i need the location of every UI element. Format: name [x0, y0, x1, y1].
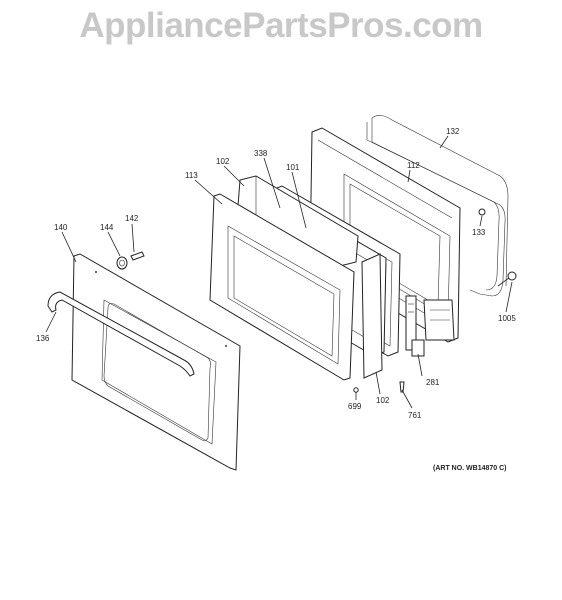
screw-699	[353, 387, 359, 393]
hinge-281	[405, 295, 425, 357]
callout-1005: 1005	[498, 314, 516, 323]
callout-133: 133	[472, 228, 486, 237]
callout-761: 761	[408, 411, 422, 420]
watermark-logo: AppliancePartsPros.com	[79, 6, 483, 45]
callout-142: 142	[125, 214, 139, 223]
callout-102-side: 102	[376, 396, 390, 405]
handle-cap-144	[116, 256, 128, 270]
screw-133	[478, 208, 486, 216]
gasket-132	[371, 118, 506, 297]
callout-136: 136	[36, 334, 50, 343]
callout-338: 338	[254, 149, 268, 158]
outer-door-panel-140	[71, 253, 241, 471]
callout-140: 140	[54, 223, 68, 232]
callout-112: 112	[407, 161, 420, 170]
door-handle-136	[47, 291, 195, 377]
screw-142	[130, 251, 145, 261]
art-number: (ART NO. WB14870 C)	[433, 465, 507, 472]
screw-1005	[497, 271, 517, 287]
callout-113: 113	[185, 171, 198, 180]
callout-102-top: 102	[216, 157, 230, 166]
callout-281: 281	[426, 378, 440, 387]
callout-132: 132	[446, 127, 460, 136]
callout-699: 699	[348, 402, 362, 411]
leader-lines	[45, 135, 513, 409]
callout-144: 144	[100, 223, 114, 232]
hinge-bracket	[423, 299, 455, 341]
insulation-102-side	[361, 253, 383, 379]
callout-101: 101	[286, 163, 300, 172]
door-liner-113	[209, 193, 355, 381]
